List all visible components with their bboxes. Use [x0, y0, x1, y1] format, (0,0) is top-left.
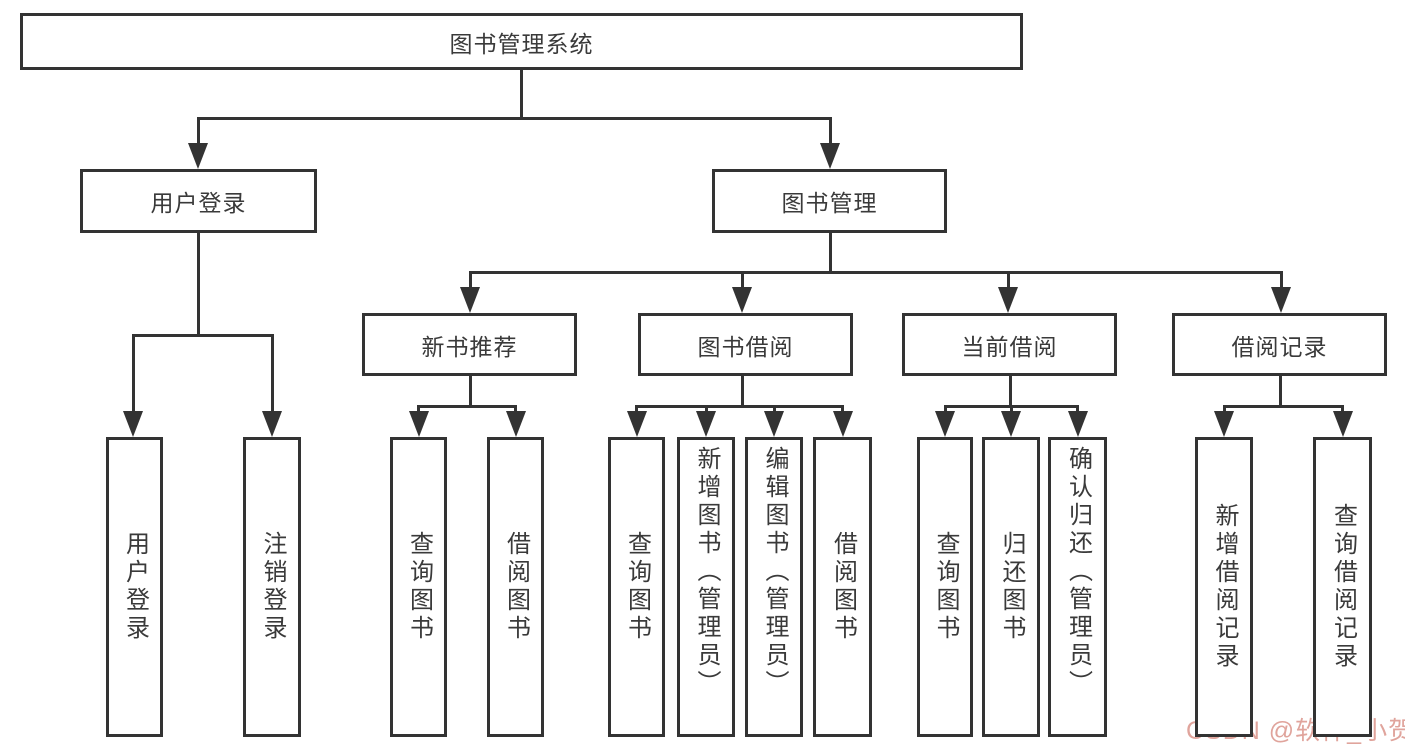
connector-line: [417, 404, 517, 408]
node-leaf-edit-book: 编辑图书（管理员）: [745, 437, 803, 737]
arrow-down-icon: [998, 287, 1018, 313]
connector-line: [1009, 406, 1013, 413]
arrow-down-icon: [935, 411, 955, 437]
connector-line: [270, 335, 274, 412]
node-current-borrowing: 当前借阅: [902, 313, 1117, 376]
node-leaf-logout: 注销登录: [243, 437, 301, 737]
connector-line: [841, 406, 844, 413]
connector-line: [131, 335, 135, 412]
connector-line: [828, 233, 832, 273]
connector-line: [635, 404, 844, 408]
connector-line: [943, 406, 947, 413]
node-leaf-borrow-book-1: 借阅图书: [487, 437, 544, 737]
node-new-book-recommend: 新书推荐: [362, 313, 577, 376]
connector-line: [131, 333, 274, 337]
connector-line: [196, 233, 200, 336]
connector-line: [196, 116, 832, 120]
connector-line: [828, 118, 832, 145]
connector-line: [1279, 272, 1283, 288]
node-leaf-return-book: 归还图书: [982, 437, 1040, 737]
arrow-down-icon: [460, 287, 480, 313]
node-label: 借阅图书: [829, 531, 857, 643]
node-leaf-confirm-return: 确认归还（管理员）: [1048, 437, 1107, 737]
node-label: 编辑图书（管理员）: [761, 446, 788, 698]
node-root: 图书管理系统: [20, 13, 1023, 70]
arrow-down-icon: [1332, 411, 1353, 437]
arrow-down-icon: [123, 411, 143, 437]
node-borrowing-records: 借阅记录: [1172, 313, 1387, 376]
connector-line: [772, 406, 776, 413]
node-label: 查询图书: [405, 531, 433, 643]
connector-line: [635, 406, 638, 413]
connector-line: [740, 376, 744, 406]
node-leaf-query-book-2: 查询图书: [608, 437, 665, 737]
node-leaf-query-record: 查询借阅记录: [1313, 437, 1372, 737]
node-leaf-add-book: 新增图书（管理员）: [677, 437, 735, 737]
node-leaf-user-login: 用户登录: [106, 437, 163, 737]
node-label: 新增借阅记录: [1211, 503, 1238, 671]
node-label: 新增图书（管理员）: [693, 446, 720, 698]
connector-line: [704, 406, 708, 413]
arrow-down-icon: [408, 411, 429, 437]
node-label: 图书管理: [781, 190, 878, 216]
arrow-down-icon: [820, 143, 840, 169]
node-book-borrowing: 图书借阅: [638, 313, 853, 376]
connector-line: [1076, 406, 1079, 413]
node-label: 归还图书: [998, 531, 1025, 643]
arrow-down-icon: [732, 287, 752, 313]
node-leaf-borrow-book-2: 借阅图书: [813, 437, 872, 737]
node-label: 用户登录: [121, 531, 149, 643]
connector-line: [1222, 406, 1226, 413]
connector-line: [468, 272, 472, 288]
connector-line: [468, 376, 472, 406]
arrow-down-icon: [764, 411, 784, 437]
arrow-down-icon: [1214, 411, 1234, 437]
node-label: 借阅记录: [1231, 333, 1328, 360]
connector-line: [1278, 376, 1282, 406]
node-user-login-group: 用户登录: [80, 169, 317, 233]
node-label: 新书推荐: [421, 333, 518, 360]
arrow-down-icon: [696, 411, 716, 437]
connector-line: [514, 406, 517, 413]
node-label: 注销登录: [259, 531, 286, 643]
arrow-down-icon: [188, 143, 208, 169]
node-label: 用户登录: [150, 190, 247, 216]
connector-line: [1222, 404, 1344, 408]
node-leaf-query-book-1: 查询图书: [390, 437, 447, 737]
node-label: 查询图书: [623, 531, 651, 643]
connector-line: [468, 270, 1283, 274]
arrow-down-icon: [262, 411, 282, 437]
connector-line: [1006, 272, 1010, 288]
arrow-down-icon: [1001, 411, 1021, 437]
connector-line: [1341, 406, 1344, 413]
arrow-down-icon: [1271, 287, 1291, 313]
node-leaf-add-record: 新增借阅记录: [1195, 437, 1253, 737]
arrow-down-icon: [626, 411, 647, 437]
node-label: 确认归还（管理员）: [1064, 446, 1092, 698]
connector-line: [196, 118, 200, 145]
node-label: 借阅图书: [502, 531, 530, 643]
connector-line: [417, 406, 420, 413]
node-label: 查询借阅记录: [1329, 503, 1357, 671]
connector-line: [740, 272, 744, 288]
node-label: 查询图书: [932, 531, 959, 643]
connector-line: [519, 70, 523, 118]
arrow-down-icon: [832, 411, 853, 437]
arrow-down-icon: [505, 411, 526, 437]
node-label: 图书借阅: [697, 333, 794, 360]
node-leaf-query-book-3: 查询图书: [917, 437, 973, 737]
arrow-down-icon: [1067, 411, 1088, 437]
node-label: 当前借阅: [961, 333, 1058, 360]
node-label: 图书管理系统: [449, 30, 594, 57]
node-book-management: 图书管理: [712, 169, 947, 233]
connector-line: [1008, 376, 1012, 406]
